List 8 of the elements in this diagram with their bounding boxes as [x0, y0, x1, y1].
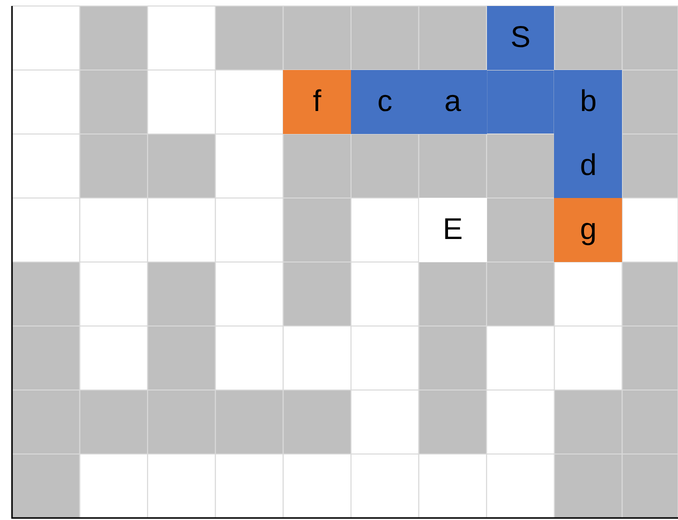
maze-cell: c [351, 70, 419, 134]
maze-cell: g [554, 198, 622, 262]
maze-cell: a [418, 70, 487, 134]
maze-cell: f [283, 70, 351, 134]
maze-cell: d [554, 134, 622, 198]
maze-cell: b [554, 70, 622, 134]
maze-cell: S [486, 6, 554, 70]
maze-cell: E [418, 198, 487, 262]
